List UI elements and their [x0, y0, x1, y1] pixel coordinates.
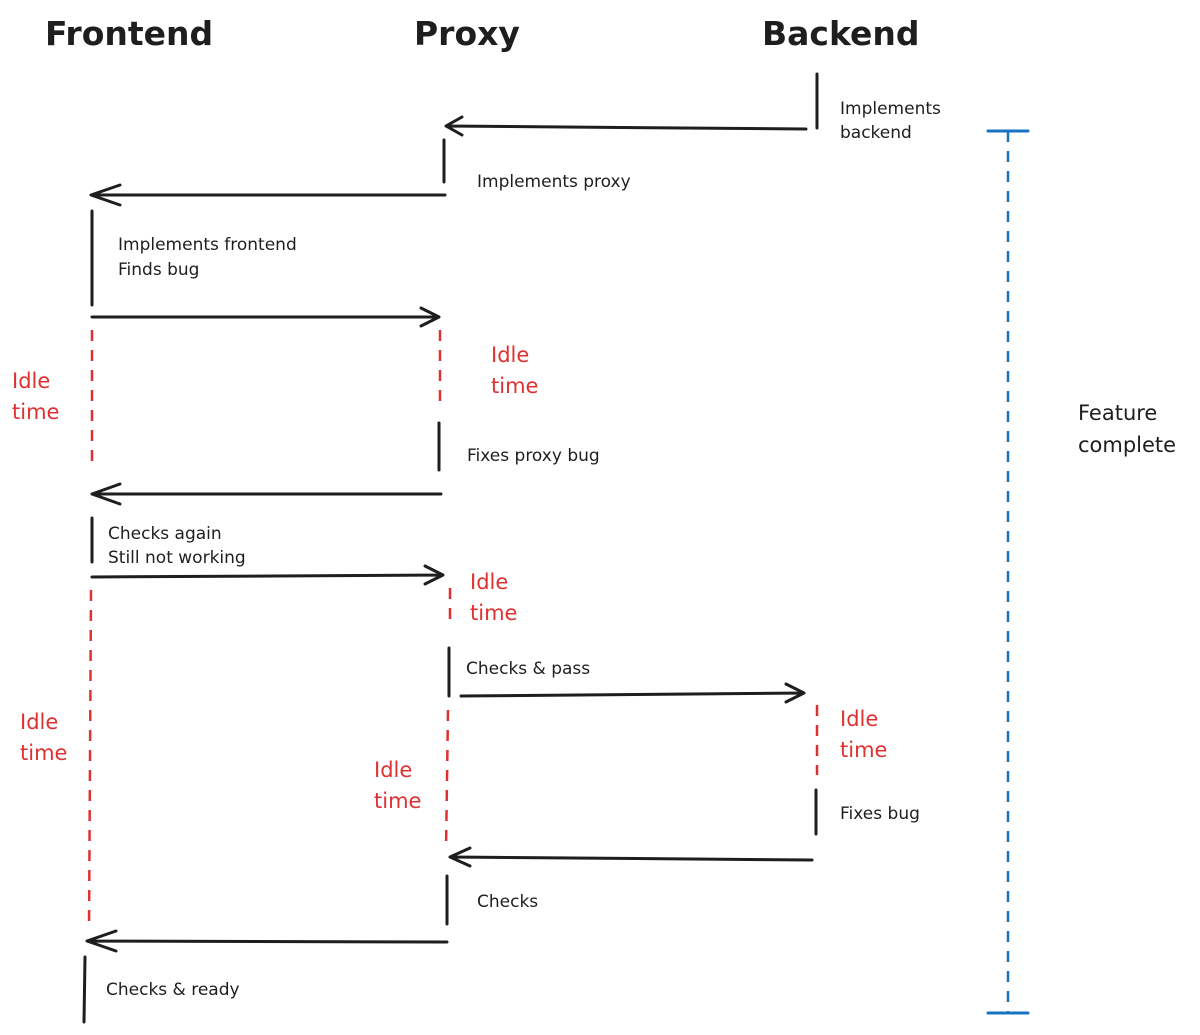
note-checks-pass: Checks & pass: [466, 659, 590, 679]
note-fixes-bug: Fixes bug: [840, 804, 920, 824]
idle-label-frontend-2-word2: time: [20, 741, 67, 765]
idle-label-frontend-2-word1: Idle: [20, 710, 58, 734]
note-still-not-working: Still not working: [108, 548, 246, 568]
arrow-frontend-to-proxy-1: [90, 306, 441, 328]
arrow-proxy-to-backend: [459, 682, 806, 704]
idle-label-proxy-2-word1: Idle: [470, 570, 508, 594]
arrow-backend-to-proxy-2: [448, 846, 814, 868]
idle-label-backend-word1: Idle: [840, 707, 878, 731]
idle-label-proxy-3-word2: time: [374, 789, 421, 813]
note-implements-frontend: Implements frontend: [118, 235, 297, 255]
idle-label-frontend-1-word2: time: [12, 400, 59, 424]
header-proxy: Proxy: [414, 14, 520, 53]
arrow-frontend-to-proxy-2: [90, 564, 445, 586]
note-checks-ready: Checks & ready: [106, 980, 240, 1000]
note-checks: Checks: [477, 892, 538, 912]
idle-label-proxy-2-word2: time: [470, 601, 517, 625]
idle-label-backend-word2: time: [840, 738, 887, 762]
feature-complete-label-1: Feature: [1078, 401, 1157, 425]
idle-label-proxy-1-word2: time: [491, 374, 538, 398]
header-backend: Backend: [762, 14, 920, 53]
note-implements-backend-2: backend: [840, 123, 912, 143]
arrow-proxy-to-frontend: [89, 183, 447, 207]
idle-line-frontend-2: [87, 589, 93, 931]
feature-complete-label-2: complete: [1078, 433, 1176, 457]
header-frontend: Frontend: [45, 14, 213, 53]
idle-line-proxy-3: [444, 709, 450, 851]
activity-frontend-ready: [82, 955, 87, 1024]
arrow-backend-to-proxy: [444, 115, 808, 137]
arrow-proxy-to-frontend-3: [85, 929, 449, 953]
note-implements-backend-1: Implements: [840, 99, 941, 119]
note-fixes-proxy-bug: Fixes proxy bug: [467, 446, 600, 466]
note-implements-proxy: Implements proxy: [477, 172, 631, 192]
idle-label-frontend-1-word1: Idle: [12, 369, 50, 393]
note-checks-again: Checks again: [108, 524, 222, 544]
idle-label-proxy-3-word1: Idle: [374, 758, 412, 782]
note-finds-bug: Finds bug: [118, 260, 199, 280]
arrow-proxy-to-frontend-2: [90, 482, 443, 506]
idle-label-proxy-1-word1: Idle: [491, 343, 529, 367]
